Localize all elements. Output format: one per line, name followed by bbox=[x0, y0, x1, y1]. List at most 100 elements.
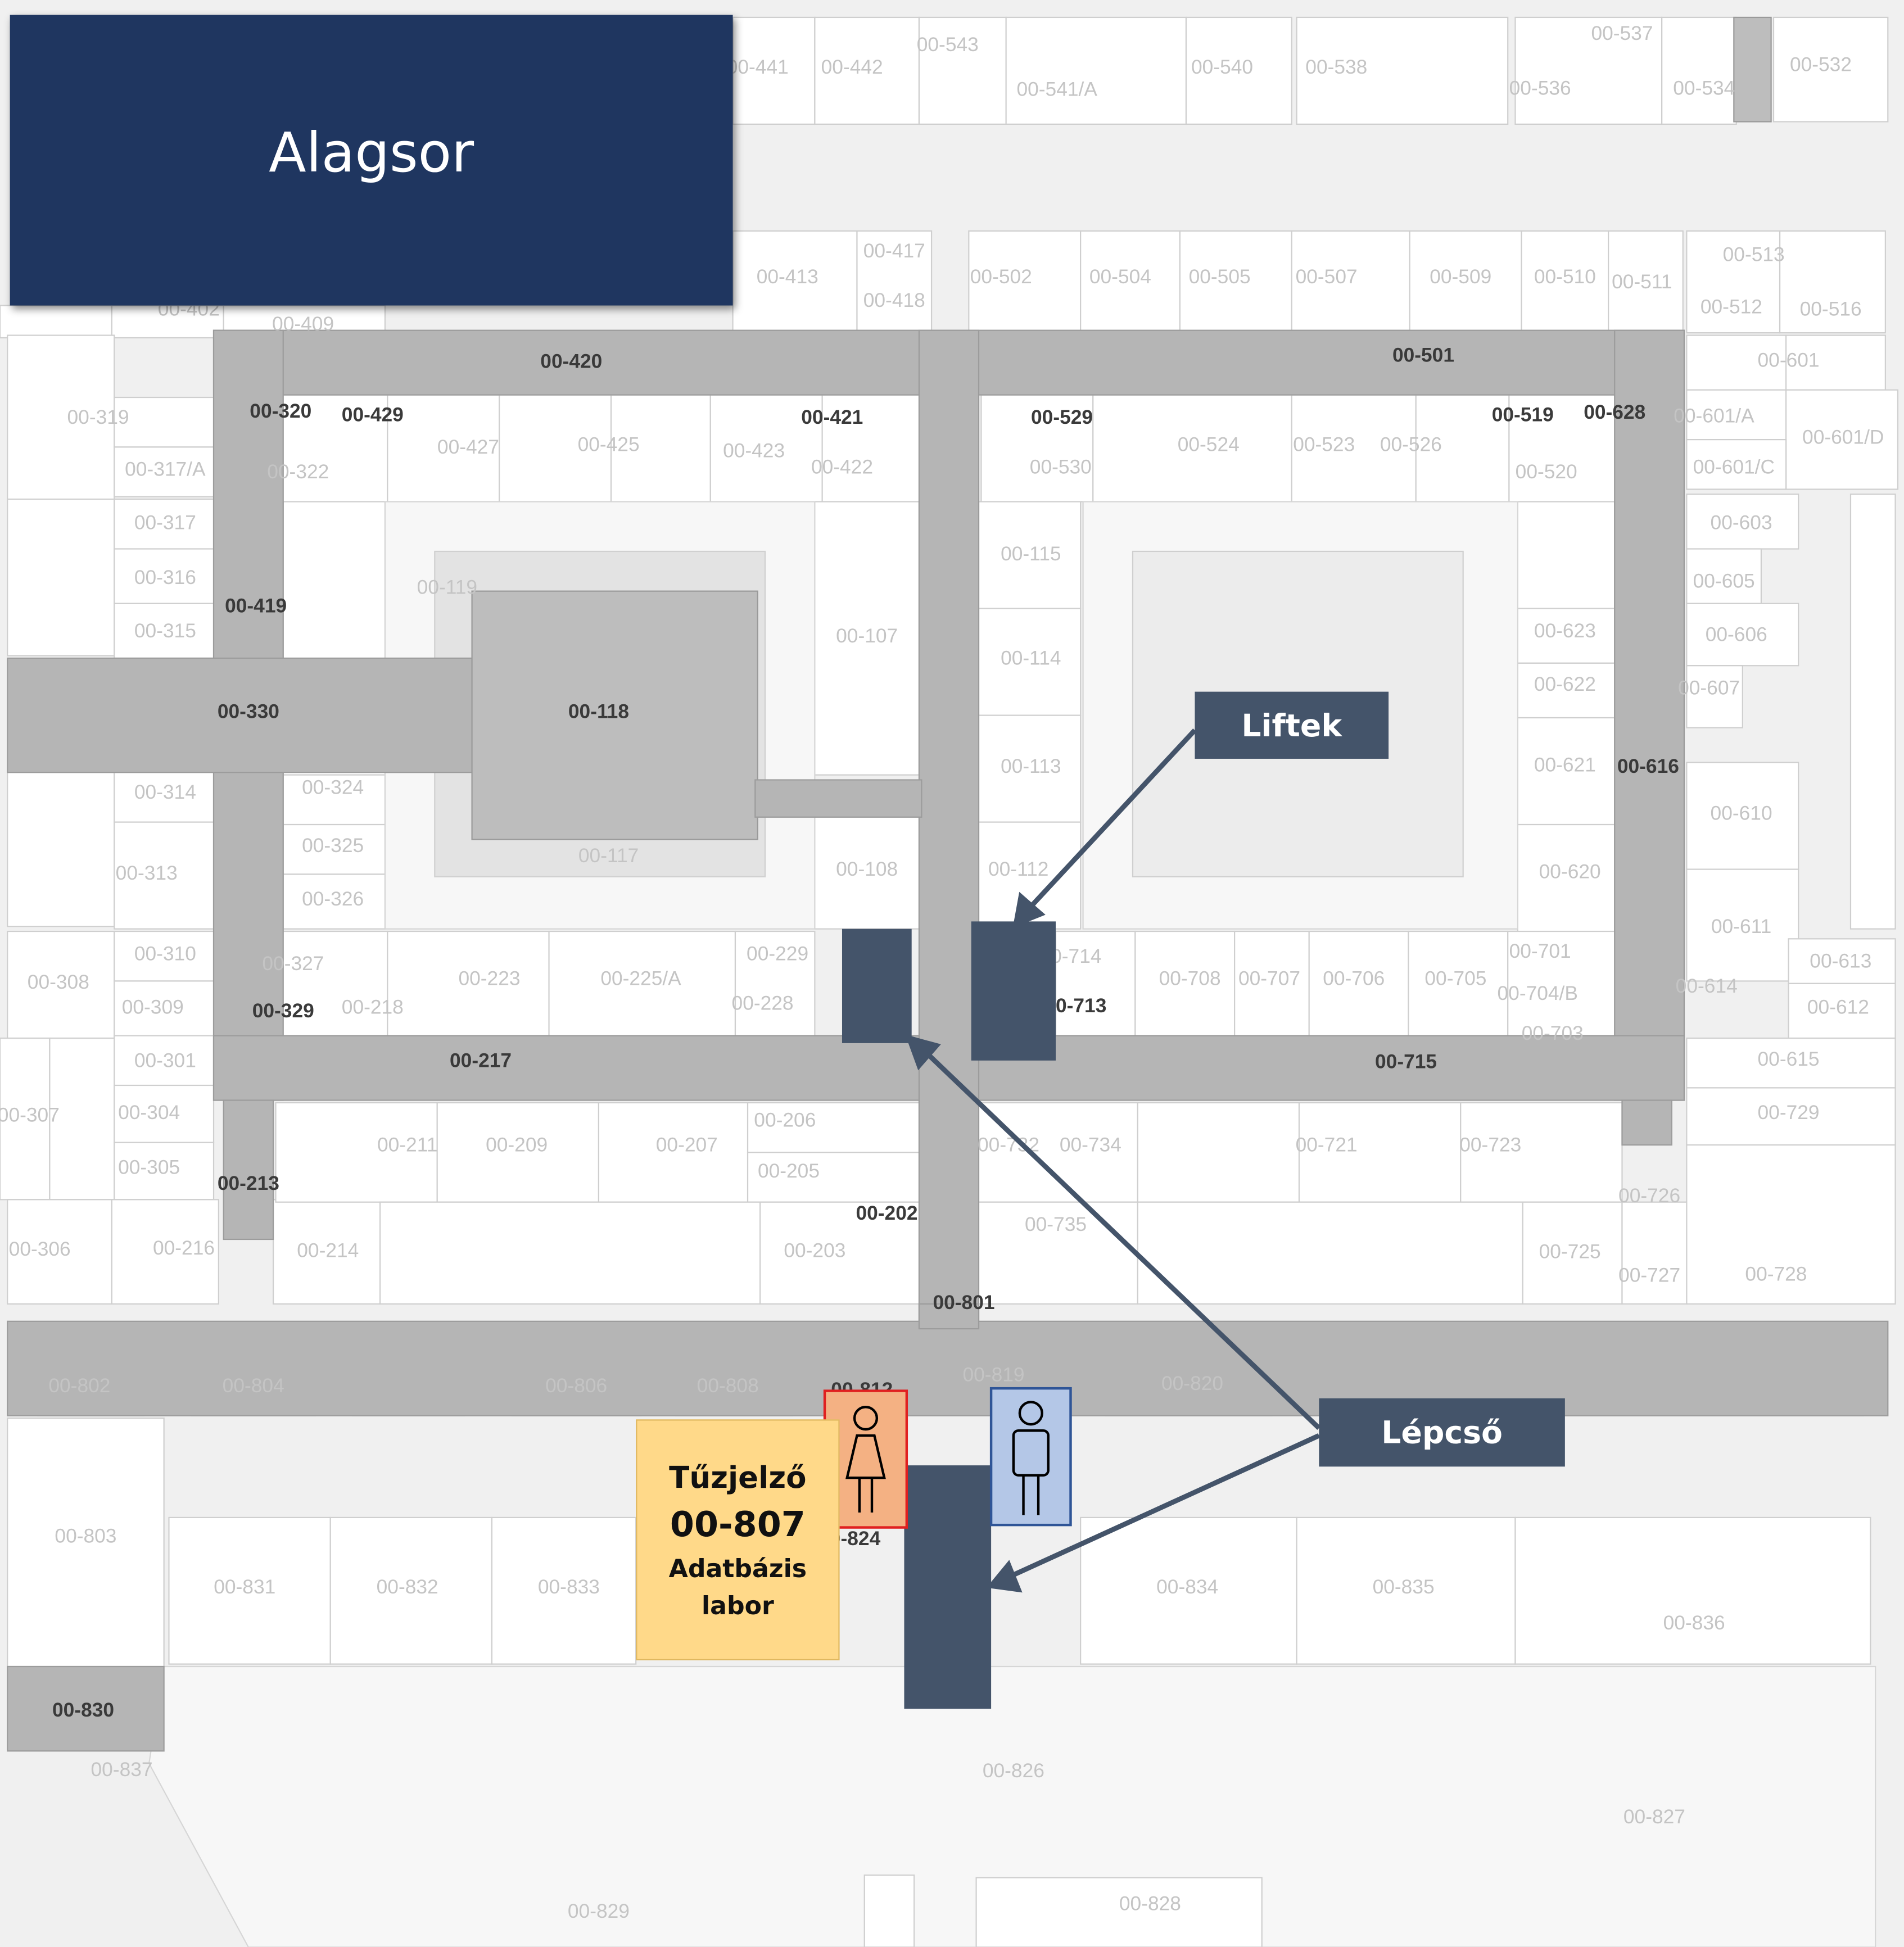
room-label-00-704-B: 00-704/B bbox=[1498, 982, 1578, 1004]
target-line1: Adatbázis bbox=[668, 1553, 807, 1583]
room-label-00-727: 00-727 bbox=[1618, 1265, 1680, 1287]
room-label-00-441: 00-441 bbox=[727, 56, 789, 78]
room-label-00-606: 00-606 bbox=[1706, 624, 1767, 646]
room-label-00-108: 00-108 bbox=[836, 858, 898, 880]
room-label-00-501: 00-501 bbox=[1392, 344, 1454, 366]
room-label-00-523: 00-523 bbox=[1293, 434, 1355, 456]
room-label-00-516: 00-516 bbox=[1800, 298, 1862, 320]
man-restroom-icon bbox=[989, 1387, 1072, 1527]
room-label-00-409: 00-409 bbox=[272, 313, 334, 335]
room-label-00-305: 00-305 bbox=[118, 1156, 180, 1178]
room-label-00-114: 00-114 bbox=[1001, 648, 1061, 669]
room-label-00-835: 00-835 bbox=[1373, 1576, 1435, 1598]
room-label-00-421: 00-421 bbox=[801, 406, 863, 428]
room-label-00-601-D: 00-601/D bbox=[1802, 426, 1884, 448]
room-label-00-313: 00-313 bbox=[116, 862, 178, 884]
room-label-00-827: 00-827 bbox=[1623, 1806, 1685, 1828]
room-label-00-513: 00-513 bbox=[1723, 243, 1785, 265]
room-label-00-620: 00-620 bbox=[1539, 861, 1601, 883]
room-label-00-804: 00-804 bbox=[223, 1375, 284, 1397]
room-label-00-831: 00-831 bbox=[214, 1576, 275, 1598]
room-label-00-117: 00-117 bbox=[578, 845, 639, 867]
room-label-00-113: 00-113 bbox=[1001, 755, 1061, 777]
room-label-00-317-A: 00-317/A bbox=[125, 459, 206, 481]
room-label-00-309: 00-309 bbox=[122, 996, 184, 1018]
room-label-00-207: 00-207 bbox=[656, 1134, 718, 1156]
callout-elevators-label: Liftek bbox=[1241, 707, 1342, 744]
callout-arrows bbox=[905, 728, 1321, 1593]
room-label-00-413: 00-413 bbox=[757, 266, 818, 288]
room-label-00-325: 00-325 bbox=[302, 835, 364, 857]
room-label-00-621: 00-621 bbox=[1534, 754, 1596, 776]
room-label-00-216: 00-216 bbox=[153, 1237, 215, 1259]
room-label-00-819: 00-819 bbox=[962, 1364, 1024, 1385]
room-label-00-206: 00-206 bbox=[754, 1109, 816, 1131]
room-label-00-628: 00-628 bbox=[1584, 401, 1645, 423]
staircase-block bbox=[904, 1465, 992, 1709]
room-label-00-317: 00-317 bbox=[134, 512, 196, 534]
target-line2: labor bbox=[702, 1591, 774, 1621]
room-label-00-502: 00-502 bbox=[970, 266, 1032, 288]
room-label-00-832: 00-832 bbox=[377, 1576, 438, 1598]
room-label-00-316: 00-316 bbox=[134, 567, 196, 588]
room-label-00-418: 00-418 bbox=[863, 289, 925, 311]
room-label-00-613: 00-613 bbox=[1810, 950, 1871, 972]
room-label-00-307: 00-307 bbox=[0, 1104, 60, 1126]
target-room-marker: Tűzjelző 00-807 Adatbázis labor bbox=[636, 1419, 840, 1660]
room-label-00-829: 00-829 bbox=[568, 1900, 630, 1922]
room-label-00-118: 00-118 bbox=[568, 701, 629, 723]
room-label-00-705: 00-705 bbox=[1424, 968, 1486, 990]
room-label-00-327: 00-327 bbox=[262, 953, 324, 975]
room-label-00-701: 00-701 bbox=[1509, 940, 1571, 962]
room-label-00-218: 00-218 bbox=[342, 996, 404, 1018]
room-label-00-721: 00-721 bbox=[1296, 1134, 1358, 1156]
room-label-00-529: 00-529 bbox=[1031, 406, 1093, 428]
room-label-00-623: 00-623 bbox=[1534, 620, 1596, 642]
room-label-00-213: 00-213 bbox=[218, 1172, 279, 1194]
floor-title-banner: Alagsor bbox=[10, 15, 733, 306]
room-label-00-601: 00-601 bbox=[1758, 349, 1820, 371]
room-label-00-612: 00-612 bbox=[1807, 996, 1869, 1018]
room-label-00-828: 00-828 bbox=[1119, 1893, 1181, 1915]
room-label-00-715: 00-715 bbox=[1375, 1051, 1437, 1073]
room-label-00-511: 00-511 bbox=[1612, 271, 1672, 293]
room-label-00-826: 00-826 bbox=[983, 1760, 1044, 1782]
callout-stairs-label: Lépcső bbox=[1381, 1414, 1503, 1451]
room-label-00-706: 00-706 bbox=[1323, 968, 1385, 990]
room-label-00-107: 00-107 bbox=[836, 625, 898, 647]
room-label-00-726: 00-726 bbox=[1618, 1185, 1680, 1207]
room-label-00-322: 00-322 bbox=[267, 461, 329, 483]
room-label-00-520: 00-520 bbox=[1516, 461, 1577, 483]
room-label-00-540: 00-540 bbox=[1191, 56, 1253, 78]
room-label-00-308: 00-308 bbox=[28, 971, 89, 993]
room-label-00-601-C: 00-601/C bbox=[1693, 456, 1775, 478]
room-label-00-830: 00-830 bbox=[52, 1699, 114, 1721]
room-label-00-532: 00-532 bbox=[1790, 53, 1852, 75]
room-label-00-536: 00-536 bbox=[1509, 77, 1571, 99]
room-label-00-301: 00-301 bbox=[134, 1049, 196, 1071]
rooms-layer bbox=[0, 16, 1899, 1947]
room-label-00-510: 00-510 bbox=[1534, 266, 1596, 288]
room-label-00-419: 00-419 bbox=[225, 595, 287, 617]
room-label-00-801: 00-801 bbox=[933, 1292, 994, 1314]
room-label-00-512: 00-512 bbox=[1701, 296, 1762, 318]
room-label-00-723: 00-723 bbox=[1459, 1134, 1521, 1156]
room-label-00-209: 00-209 bbox=[486, 1134, 548, 1156]
room-label-00-217: 00-217 bbox=[450, 1049, 512, 1071]
room-label-00-734: 00-734 bbox=[1060, 1134, 1121, 1156]
room-label-00-504: 00-504 bbox=[1089, 266, 1151, 288]
room-label-00-425: 00-425 bbox=[578, 434, 640, 456]
room-label-00-707: 00-707 bbox=[1238, 968, 1300, 990]
room-label-00-534: 00-534 bbox=[1673, 77, 1735, 99]
room-label-00-306: 00-306 bbox=[9, 1238, 71, 1260]
room-label-00-229: 00-229 bbox=[747, 943, 808, 965]
floor-title: Alagsor bbox=[269, 121, 474, 185]
corridors-layer bbox=[7, 329, 1889, 1752]
room-label-00-601-A: 00-601/A bbox=[1674, 405, 1754, 427]
room-label-00-603: 00-603 bbox=[1711, 512, 1772, 534]
room-label-00-616: 00-616 bbox=[1617, 755, 1679, 777]
room-label-00-820: 00-820 bbox=[1161, 1373, 1223, 1394]
room-label-00-320: 00-320 bbox=[250, 400, 311, 422]
target-room-number: 00-807 bbox=[670, 1504, 806, 1545]
